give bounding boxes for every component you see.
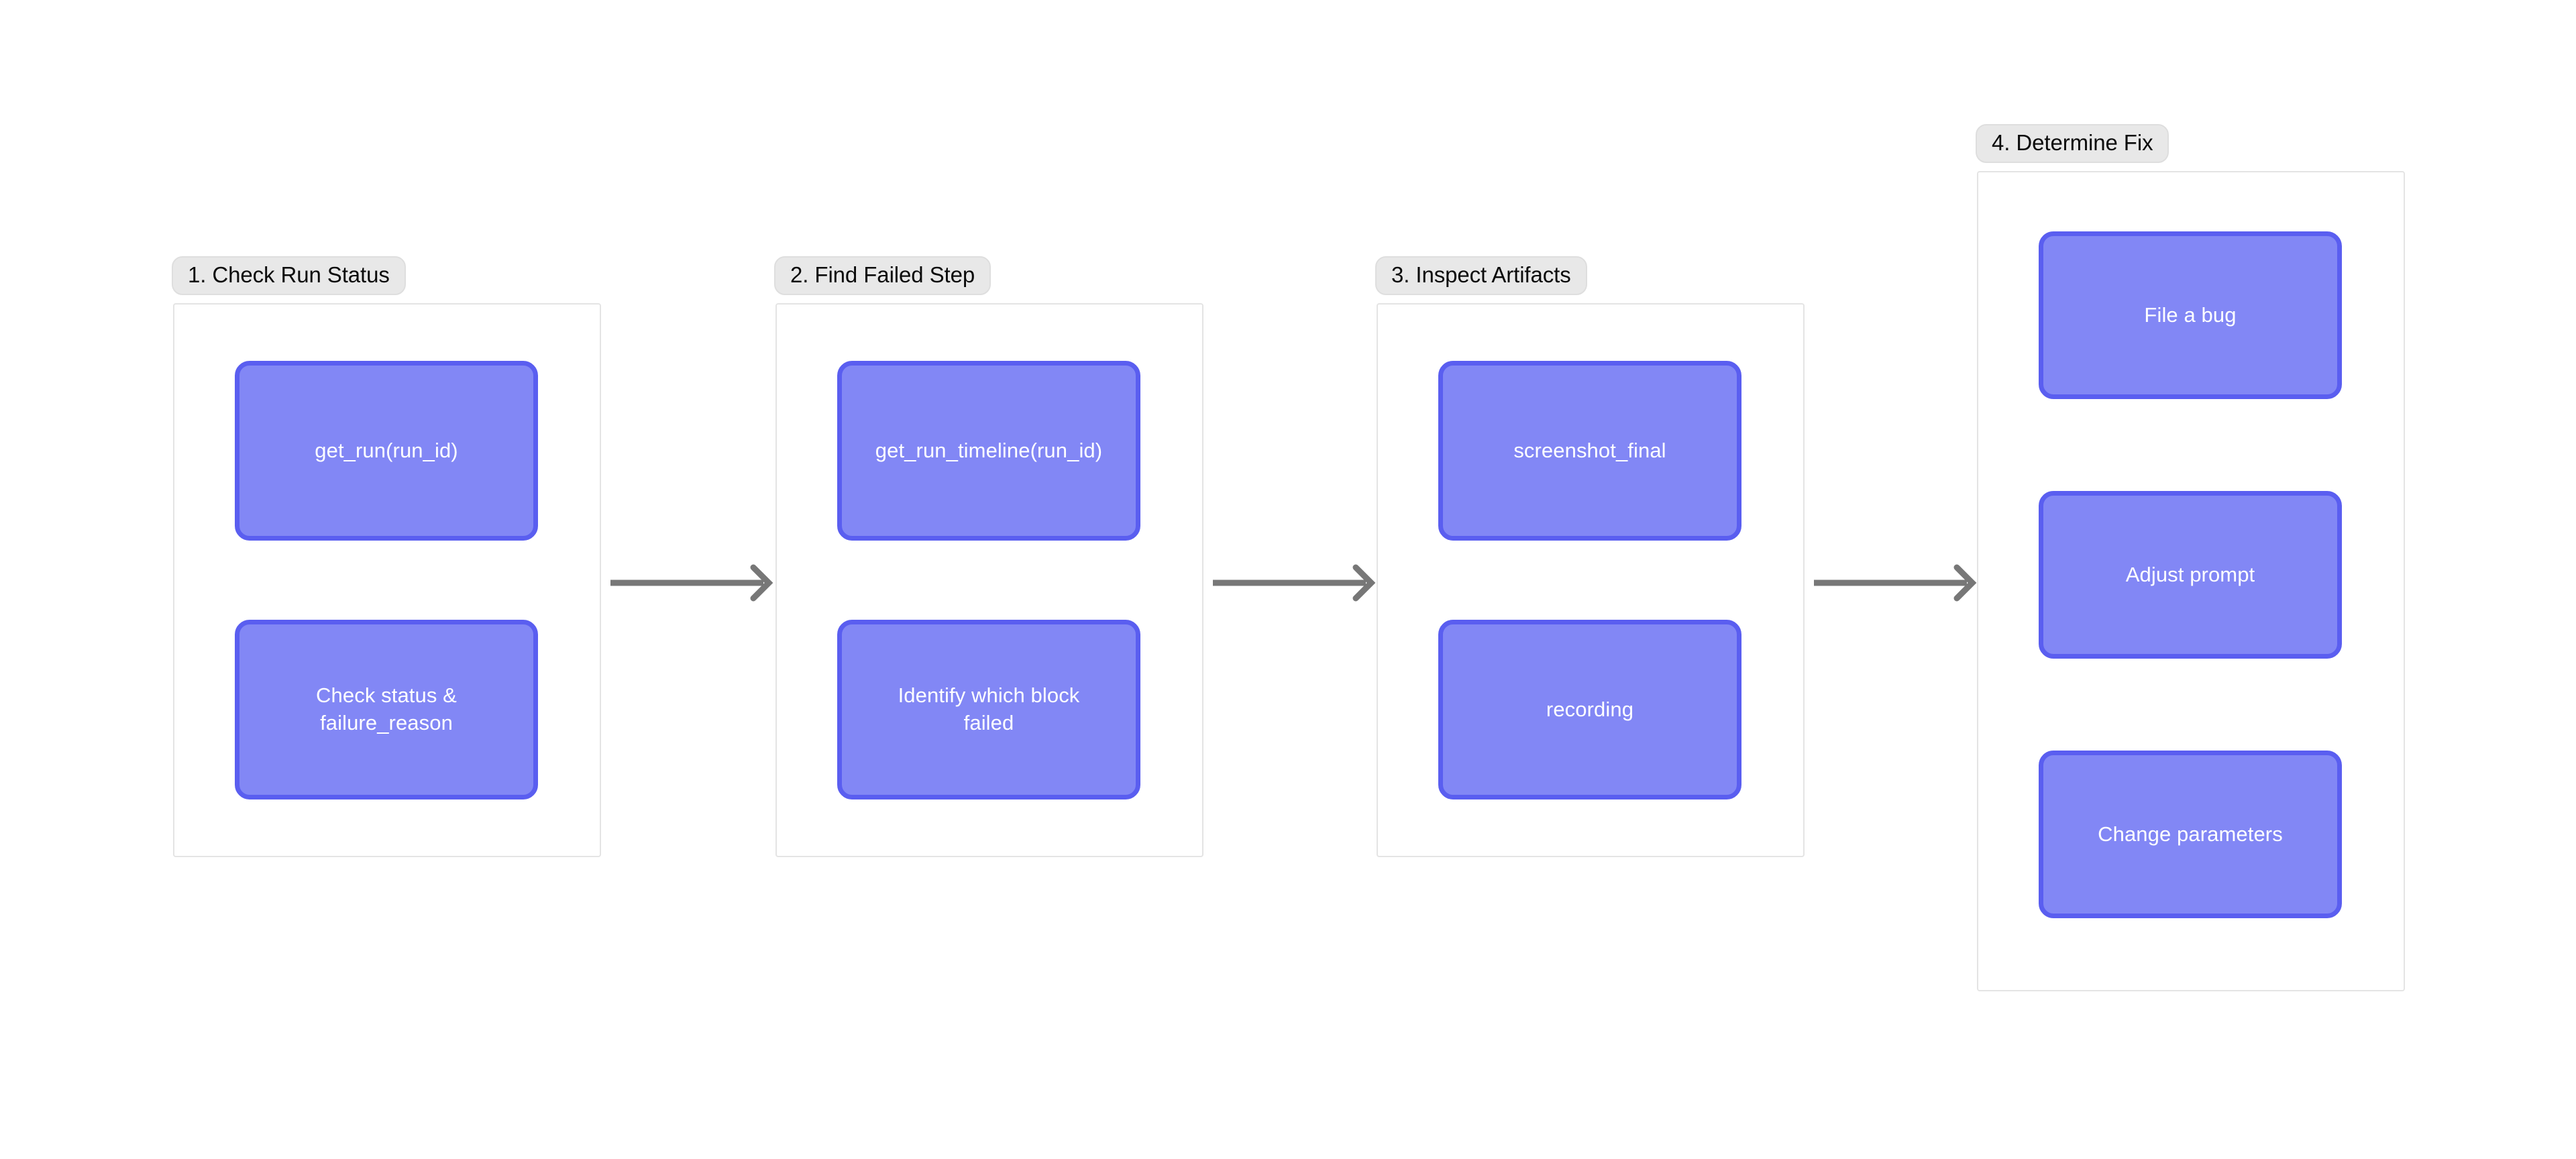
node-screenshot-final[interactable]: screenshot_final	[1438, 361, 1741, 541]
arrow-icon	[1814, 564, 1977, 602]
node-label: get_run(run_id)	[315, 438, 458, 462]
node-get-run-timeline[interactable]: get_run_timeline(run_id)	[837, 361, 1140, 541]
node-label: Check status & failure_reason	[316, 683, 457, 734]
node-label: get_run_timeline(run_id)	[875, 438, 1103, 462]
cluster-inspect-artifacts: 3. Inspect Artifacts screenshot_final re…	[1375, 256, 1805, 857]
edge-cluster3-to-cluster4	[1814, 562, 1982, 604]
cluster-determine-fix: 4. Determine Fix File a bug Adjust promp…	[1976, 124, 2405, 991]
cluster-find-failed-step: 2. Find Failed Step get_run_timeline(run…	[774, 256, 1203, 857]
node-label: File a bug	[2144, 302, 2237, 327]
edge-cluster1-to-cluster2	[610, 562, 778, 604]
node-file-a-bug[interactable]: File a bug	[2039, 231, 2342, 399]
edge-cluster2-to-cluster3	[1213, 562, 1381, 604]
node-get-run[interactable]: get_run(run_id)	[235, 361, 538, 541]
node-label: Change parameters	[2098, 822, 2283, 846]
node-check-status-failure-reason[interactable]: Check status & failure_reason	[235, 620, 538, 799]
cluster-label-2: 2. Find Failed Step	[774, 256, 991, 295]
arrow-icon	[1213, 564, 1376, 602]
node-label: recording	[1546, 697, 1634, 721]
cluster-label-4: 4. Determine Fix	[1976, 124, 2169, 163]
cluster-label-1: 1. Check Run Status	[172, 256, 406, 295]
node-recording[interactable]: recording	[1438, 620, 1741, 799]
node-change-parameters[interactable]: Change parameters	[2039, 751, 2342, 918]
arrow-icon	[610, 564, 773, 602]
cluster-check-run-status: 1. Check Run Status get_run(run_id) Chec…	[172, 256, 601, 857]
node-label: screenshot_final	[1513, 438, 1666, 462]
node-adjust-prompt[interactable]: Adjust prompt	[2039, 491, 2342, 659]
node-label: Adjust prompt	[2125, 562, 2255, 586]
cluster-label-3: 3. Inspect Artifacts	[1375, 256, 1587, 295]
node-label: Identify which block failed	[898, 683, 1080, 734]
node-identify-which-block-failed[interactable]: Identify which block failed	[837, 620, 1140, 799]
